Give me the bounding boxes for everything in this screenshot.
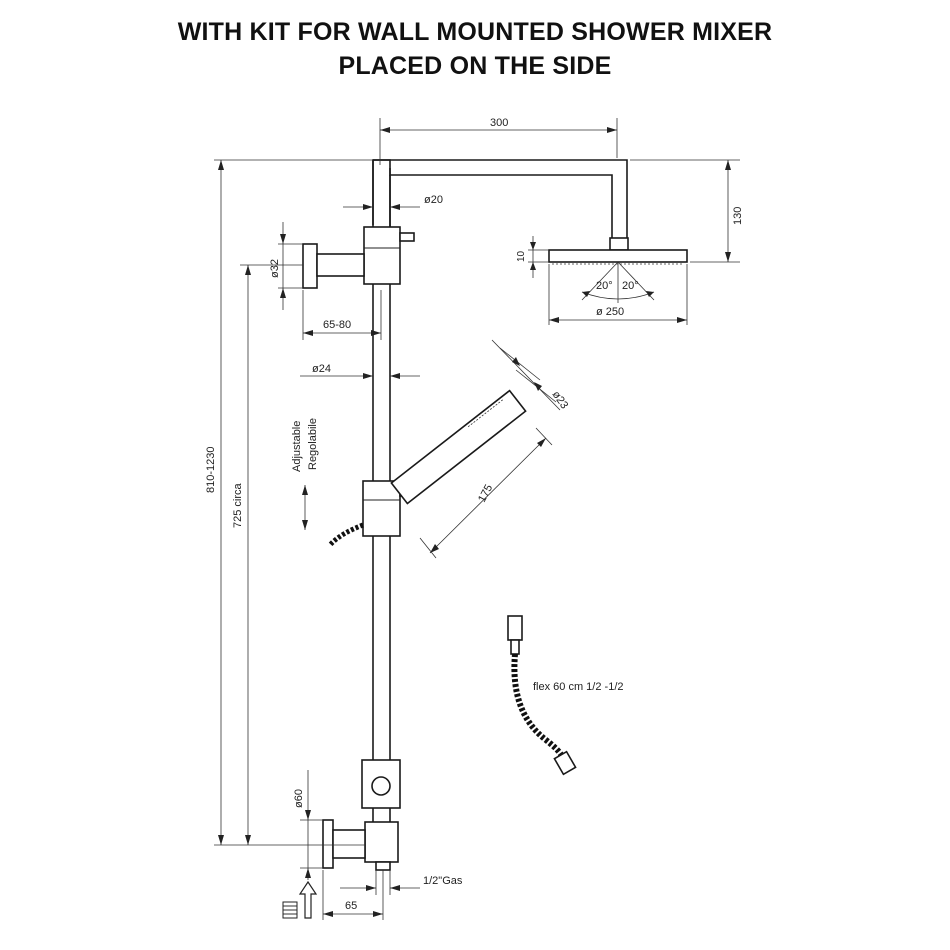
dim-810-1230-label: 810-1230 xyxy=(205,447,217,494)
title-line-2: PLACED ON THE SIDE xyxy=(338,52,612,80)
title-line-1: WITH KIT FOR WALL MOUNTED SHOWER MIXER xyxy=(177,18,773,46)
adjustable-note: Adjustable Regolabile xyxy=(291,418,319,530)
dim-arm-height: 130 xyxy=(630,159,744,263)
dim-o250-label: ø 250 xyxy=(596,306,624,318)
adjustable-label: Adjustable xyxy=(291,421,303,472)
dim-head-thickness: 10 xyxy=(516,236,549,278)
head-connector xyxy=(609,237,629,251)
dim-bar-diameter: ø24 xyxy=(300,363,420,379)
mixer-body xyxy=(364,821,399,863)
flex-hose xyxy=(507,615,577,776)
dim-65-label: 65 xyxy=(345,900,357,912)
dim-gas-label: 1/2"Gas xyxy=(423,875,463,887)
dim-o23-label: ø23 xyxy=(550,389,571,411)
dim-bar-top: ø20 xyxy=(343,194,443,210)
dim-tilt-right-label: 20° xyxy=(622,280,639,292)
bottom-wall-flange xyxy=(322,819,334,869)
dim-tilt-left-label: 20° xyxy=(596,280,613,292)
dim-o24-label: ø24 xyxy=(312,363,331,375)
dim-o60-label: ø60 xyxy=(293,789,305,808)
top-wall-flange xyxy=(302,243,318,289)
dim-175-label: 175 xyxy=(476,483,495,505)
dim-725-label: 725 circa xyxy=(232,482,244,528)
shower-assembly xyxy=(302,159,688,871)
hand-shower xyxy=(390,389,527,505)
dim-inlet-offset: 65 xyxy=(322,870,384,920)
hose-stub xyxy=(328,522,364,547)
up-arrow-icon xyxy=(298,880,318,919)
dim-head-tilt: 20° 20° xyxy=(581,261,655,303)
top-bracket-block xyxy=(363,226,401,285)
dim-130-label: 130 xyxy=(732,207,744,225)
dim-65-80-label: 65-80 xyxy=(323,319,351,331)
dim-total-height: 810-1230 xyxy=(205,160,365,846)
slider-block xyxy=(362,480,401,537)
dim-o32-label: ø32 xyxy=(269,259,281,278)
dim-o20-label: ø20 xyxy=(424,194,443,206)
hose-label: flex 60 cm 1/2 -1/2 xyxy=(533,681,624,693)
dim-arm-length: 300 xyxy=(379,117,618,165)
dim-inlet-thread: 1/2"Gas xyxy=(340,870,463,895)
dim-10-label: 10 xyxy=(516,250,527,262)
regolabile-label: Regolabile xyxy=(307,418,319,470)
shower-arm xyxy=(372,159,628,241)
dim-wall-bracket: ø32 xyxy=(269,222,303,310)
dim-bottom-diameter: ø60 xyxy=(293,770,323,880)
dim-300-label: 300 xyxy=(490,117,508,129)
dim-bar-height: 725 circa xyxy=(232,264,303,845)
dim-head-diameter: ø 250 xyxy=(548,264,688,325)
wall-hatch-icon xyxy=(282,901,298,919)
dim-bracket-projection: 65-80 xyxy=(302,290,382,340)
shower-head xyxy=(548,249,688,263)
